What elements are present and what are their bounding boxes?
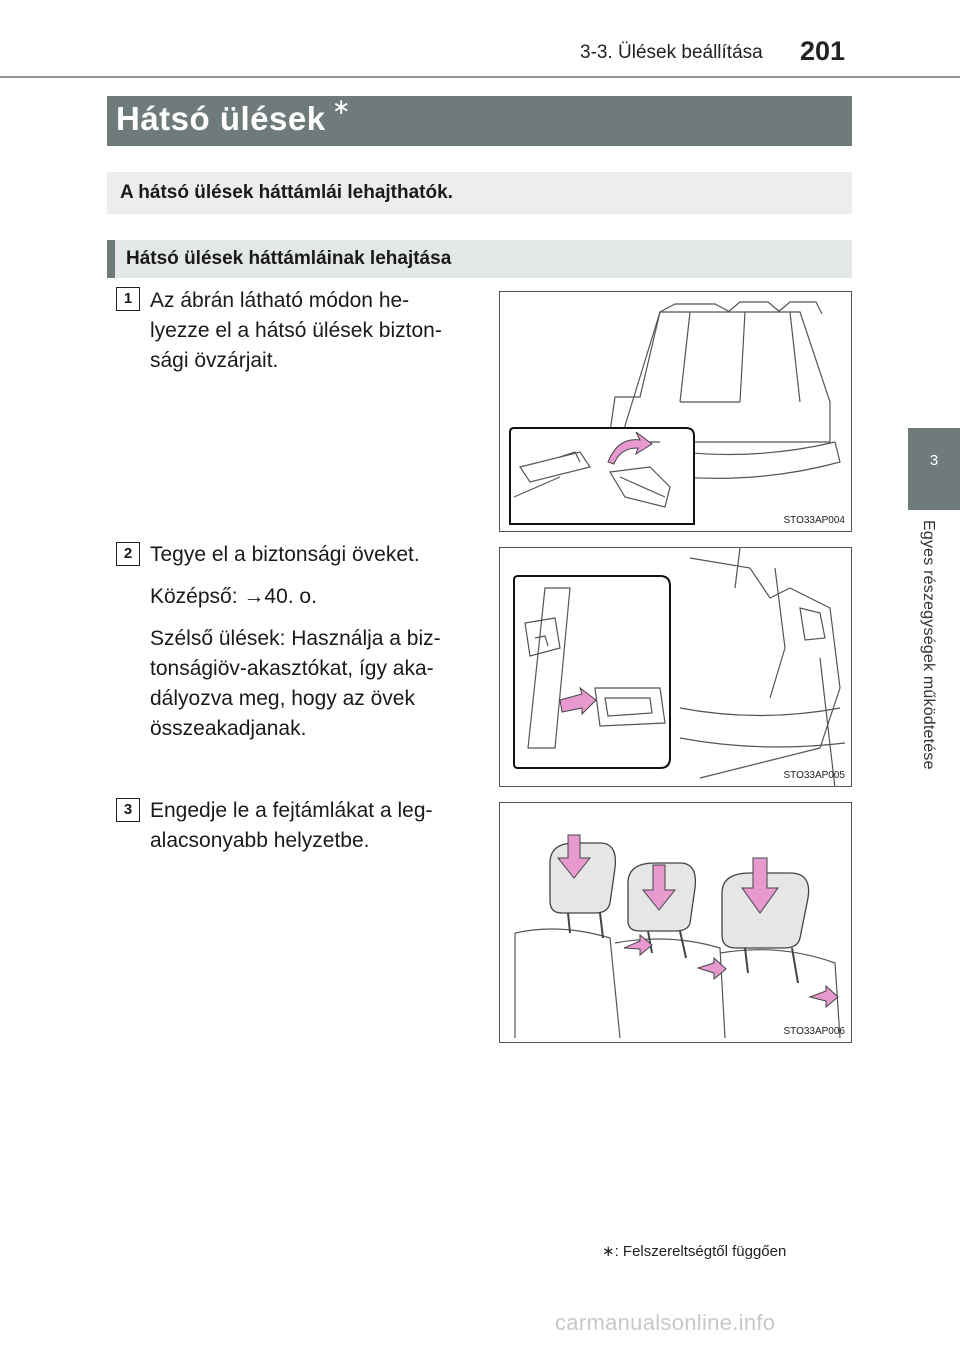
step-2-line: tonságiöv-akasztókat, így aka-: [150, 657, 434, 680]
step-1-number: 1: [116, 287, 140, 311]
step-3-line: alacsonyabb helyzetbe.: [150, 829, 370, 852]
figure-headrests: STO33AP006: [499, 802, 852, 1043]
running-header-section: 3-3. Ülések beállítása: [580, 42, 763, 63]
title-asterisk-icon: ∗: [332, 94, 351, 119]
footnote: ∗: Felszereltségtől függően: [602, 1243, 787, 1260]
figure-belt-hangers: STO33AP005: [499, 547, 852, 787]
step-2-text: Tegye el a biztonsági öveket. Középső: →…: [150, 540, 480, 756]
chapter-tab-label: Egyes részegységek működtetése: [920, 520, 937, 770]
intro-text: A hátsó ülések háttámlái lehajthatók.: [120, 182, 453, 203]
step-2-number: 2: [116, 542, 140, 566]
step-2-paragraph: Tegye el a biztonsági öveket.: [150, 543, 420, 566]
step-3-line: Engedje le a fejtámlákat a leg-: [150, 799, 433, 822]
subsection-heading: Hátsó ülések háttámláinak lehajtása: [126, 248, 452, 269]
figure-seat-buckles: STO33AP004: [499, 291, 852, 532]
figure-code: STO33AP004: [783, 515, 845, 526]
step-3-number: 3: [116, 798, 140, 822]
chapter-tab: [908, 428, 960, 510]
title-bar: [107, 96, 852, 146]
step-2-line: dályozva meg, hogy az övek: [150, 687, 415, 710]
intro-box: [107, 172, 852, 214]
header-rule: [0, 76, 960, 78]
step-2-line: összeakadjanak.: [150, 717, 307, 740]
page-title: Hátsó ülések: [116, 100, 326, 137]
step-2-paragraph: Szélső ülések: Használja a biz- tonságiö…: [150, 624, 480, 744]
step-1-text: Az ábrán látható módon he- lyezze el a h…: [150, 286, 480, 376]
figure-code: STO33AP006: [783, 1026, 845, 1037]
step-1-line: lyezze el a hátsó ülések bizton-: [150, 319, 442, 342]
chapter-tab-number: 3: [929, 452, 939, 469]
step-3-text: Engedje le a fejtámlákat a leg- alacsony…: [150, 796, 480, 856]
step-2-line: Szélső ülések: Használja a biz-: [150, 627, 441, 650]
watermark: carmanualsonline.info: [555, 1310, 776, 1335]
subsection-bar: [107, 240, 852, 278]
step-1-line: Az ábrán látható módon he-: [150, 289, 410, 312]
step-1-line: sági övzárjait.: [150, 349, 279, 372]
figure-code: STO33AP005: [783, 770, 845, 781]
subsection-marker: [107, 240, 115, 278]
step-2-paragraph: Középső: →40. o.: [150, 585, 317, 608]
page-number: 201: [800, 36, 846, 66]
